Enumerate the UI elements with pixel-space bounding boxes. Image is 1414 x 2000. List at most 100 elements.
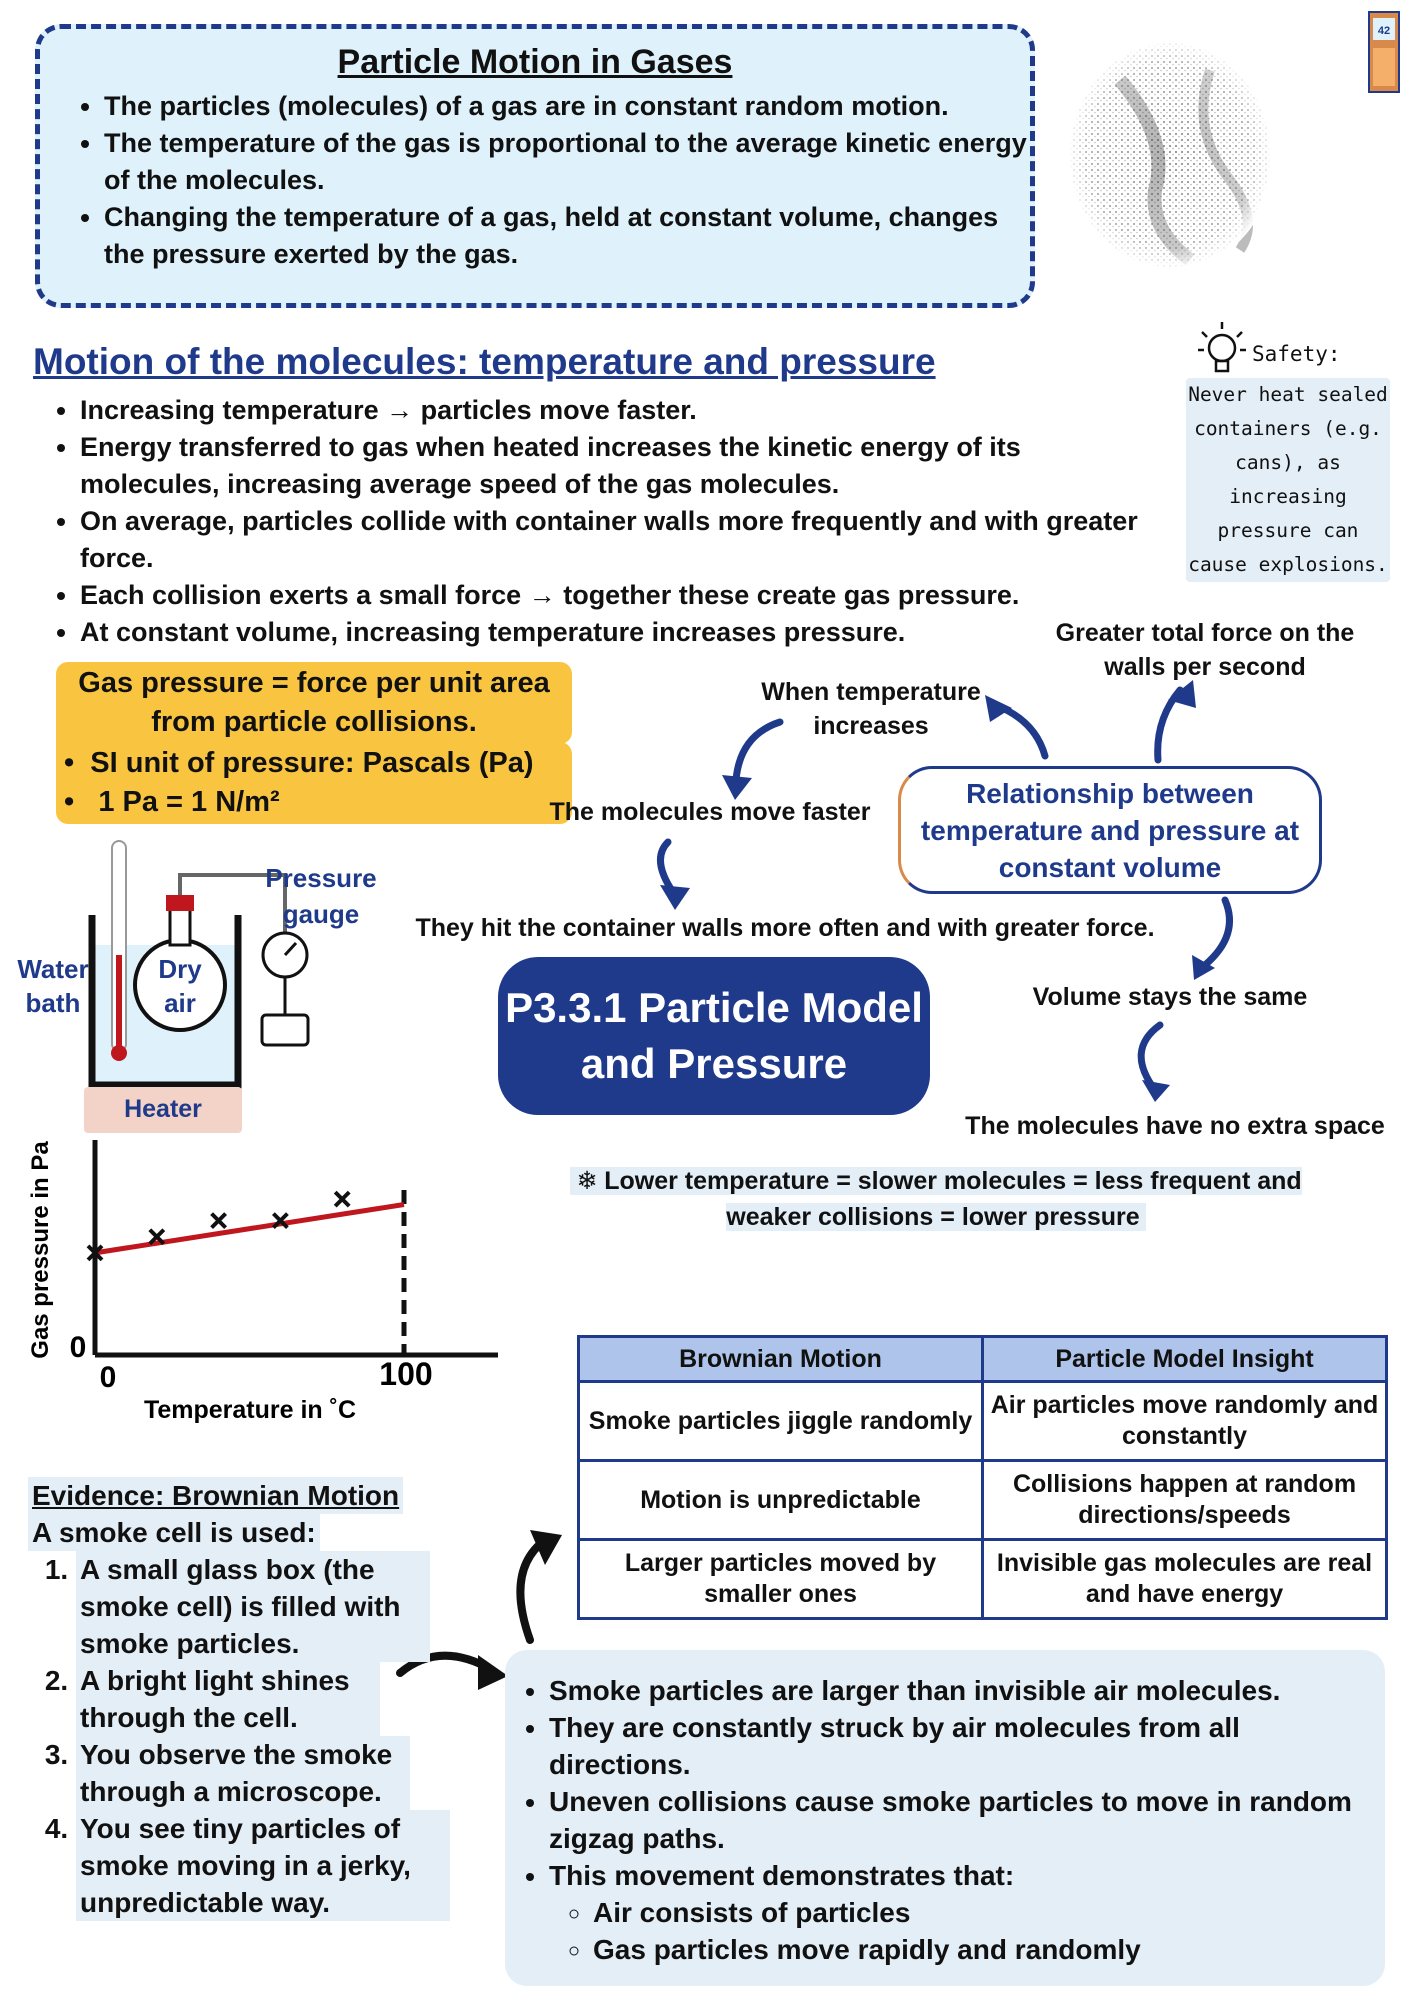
data-point bbox=[86, 1244, 104, 1262]
lightbulb-icon bbox=[1198, 322, 1246, 373]
intro-bullet: The particles (molecules) of a gas are i… bbox=[104, 88, 1030, 125]
table-header-row: Brownian Motion Particle Model Insight bbox=[577, 1335, 1388, 1383]
data-point bbox=[271, 1212, 289, 1230]
x-tick-0: 0 bbox=[100, 1361, 117, 1394]
motion-heading: Motion of the molecules: temperature and… bbox=[33, 341, 936, 382]
safety-text: Never heat sealed containers (e.g. cans)… bbox=[1186, 378, 1390, 582]
dry-air-label: Dry air bbox=[158, 954, 202, 1018]
table-row: Larger particles moved by smaller ones I… bbox=[577, 1538, 1388, 1620]
safety-title: Safety: bbox=[1252, 342, 1341, 366]
summary-list: Smoke particles are larger than invisibl… bbox=[505, 1672, 1385, 1968]
intro-title: Particle Motion in Gases bbox=[337, 43, 733, 81]
table-cell: Larger particles moved by smaller ones bbox=[577, 1538, 984, 1620]
summary-bullet: They are constantly struck by air molecu… bbox=[549, 1709, 1385, 1783]
pressure-definition: Gas pressure = force per unit area from … bbox=[56, 662, 572, 744]
pascal-text: 1 Pa = 1 N/m² bbox=[98, 786, 280, 818]
water-bath-beaker bbox=[88, 915, 242, 1089]
summary-subbullet: Air consists of particles bbox=[593, 1894, 1385, 1931]
arrow-icon bbox=[516, 1536, 549, 1644]
arrow-icon bbox=[1201, 896, 1233, 969]
heater-label: Heater bbox=[124, 1095, 202, 1123]
motion-bullet: At constant volume, increasing temperatu… bbox=[80, 614, 1220, 651]
apparatus-diagram: Heater bbox=[84, 840, 310, 1133]
table-cell: Smoke particles jiggle randomly bbox=[577, 1380, 984, 1462]
data-point bbox=[210, 1212, 228, 1230]
summary-subbullet: Gas particles move rapidly and randomly bbox=[593, 1931, 1385, 1968]
summary-bullet-text: This movement demonstrates that: bbox=[549, 1860, 1015, 1891]
lower-temperature-note: ❄ Lower temperature = slower molecules =… bbox=[566, 1163, 1306, 1235]
evidence-step: A bright light shines through the cell. bbox=[76, 1662, 380, 1736]
evidence-step: You see tiny particles of smoke moving i… bbox=[76, 1810, 450, 1921]
evidence-intro: A smoke cell is used: bbox=[28, 1514, 320, 1551]
intro-box: Particle Motion in Gases The particles (… bbox=[35, 24, 1035, 308]
motion-bullet: Increasing temperature → particles move … bbox=[80, 392, 1160, 429]
pressure-definition-box: Gas pressure = force per unit area from … bbox=[56, 662, 572, 824]
trend-line bbox=[94, 1202, 405, 1256]
flow-no-space: The molecules have no extra space bbox=[965, 1112, 1385, 1140]
evidence-heading: Evidence: Brownian Motion bbox=[28, 1477, 404, 1514]
table-row: Smoke particles jiggle randomly Air part… bbox=[577, 1380, 1388, 1462]
flow-faster: The molecules move faster bbox=[549, 798, 871, 826]
motion-bullet-text: At constant volume, increasing temperatu… bbox=[80, 617, 906, 647]
table-row: Motion is unpredictable Collisions happe… bbox=[577, 1459, 1388, 1541]
motion-bullet-text: On average, particles collide with conta… bbox=[80, 506, 1138, 573]
flow-volume-same: Volume stays the same bbox=[1032, 983, 1308, 1011]
stopper bbox=[166, 895, 194, 911]
summary-box: Smoke particles are larger than invisibl… bbox=[505, 1650, 1385, 1986]
summary-sublist: Air consists of particles Gas particles … bbox=[549, 1894, 1385, 1968]
summary-bullet: Smoke particles are larger than invisibl… bbox=[549, 1672, 1385, 1709]
pressure-line1: Gas pressure = force per unit area bbox=[78, 667, 550, 699]
motion-bullet: On average, particles collide with conta… bbox=[80, 503, 1190, 577]
flow-when-temp: When temperature increases bbox=[761, 678, 981, 740]
pressure-temperature-graph: 0 0 100 Temperature in ˚C Gas pressure i… bbox=[27, 1140, 498, 1424]
y-tick-0: 0 bbox=[70, 1331, 87, 1364]
x-tick-100: 100 bbox=[379, 1356, 432, 1392]
data-point bbox=[333, 1190, 351, 1208]
motion-bullet: Each collision exerts a small force → to… bbox=[80, 577, 1220, 614]
pressure-gauge-label: Pressure gauge bbox=[265, 863, 377, 929]
pascal-bullet: • 1 Pa = 1 N/m² bbox=[64, 786, 280, 818]
flow-hit-walls: They hit the container walls more often … bbox=[415, 914, 1155, 942]
si-unit-bullet: • SI unit of pressure: Pascals (Pa) bbox=[64, 747, 534, 779]
table-cell: Air particles move randomly and constant… bbox=[981, 1380, 1388, 1462]
relationship-box: Relationship between temperature and pre… bbox=[898, 766, 1322, 894]
water-bath-label: Water bath bbox=[17, 954, 89, 1018]
evidence-steps: A small glass box (the smoke cell) is fi… bbox=[28, 1551, 450, 1921]
evidence-step: A small glass box (the smoke cell) is fi… bbox=[76, 1551, 430, 1662]
table-header: Brownian Motion bbox=[577, 1335, 984, 1383]
pressure-units: • SI unit of pressure: Pascals (Pa) • 1 … bbox=[56, 742, 572, 824]
summary-bullet: Uneven collisions cause smoke particles … bbox=[549, 1783, 1385, 1857]
table-cell: Collisions happen at random directions/s… bbox=[981, 1459, 1388, 1541]
motion-list: Increasing temperature → particles move … bbox=[40, 392, 1220, 651]
motion-bullet-text: Each collision exerts a small force → to… bbox=[80, 580, 1020, 610]
table-header: Particle Model Insight bbox=[981, 1335, 1388, 1383]
x-axis-label: Temperature in ˚C bbox=[144, 1396, 356, 1424]
intro-bullet: Changing the temperature of a gas, held … bbox=[104, 199, 1030, 273]
motion-bullet: Energy transferred to gas when heated in… bbox=[80, 429, 1160, 503]
evidence-step: You observe the smoke through a microsco… bbox=[76, 1736, 410, 1810]
motion-bullet-text: Increasing temperature → particles move … bbox=[80, 395, 697, 425]
heater-block bbox=[84, 1087, 242, 1133]
summary-bullet: This movement demonstrates that: Air con… bbox=[549, 1857, 1385, 1968]
data-point bbox=[148, 1228, 166, 1246]
table-cell: Invisible gas molecules are real and hav… bbox=[981, 1538, 1388, 1620]
brownian-table: Brownian Motion Particle Model Insight S… bbox=[577, 1335, 1388, 1620]
arrow-icon bbox=[1154, 686, 1184, 764]
smoke-particles-illustration bbox=[1066, 39, 1274, 271]
page-number: 42 bbox=[1378, 25, 1390, 37]
lower-temperature-text: ❄ Lower temperature = slower molecules =… bbox=[570, 1167, 1302, 1231]
arrow-icon bbox=[1137, 1021, 1164, 1094]
pressure-line2: from particle collisions. bbox=[151, 706, 477, 738]
arrow-icon bbox=[657, 838, 679, 899]
si-unit-text: SI unit of pressure: Pascals (Pa) bbox=[90, 747, 534, 779]
motion-bullet-text: Energy transferred to gas when heated in… bbox=[80, 432, 1021, 499]
table-cell: Motion is unpredictable bbox=[577, 1459, 984, 1541]
book-icon: 42 bbox=[1368, 11, 1400, 93]
evidence-section: Evidence: Brownian Motion A smoke cell i… bbox=[28, 1477, 450, 1921]
intro-list: The particles (molecules) of a gas are i… bbox=[40, 88, 1030, 273]
y-axis-label: Gas pressure in Pa bbox=[27, 1141, 54, 1359]
flow-greater-force: Greater total force on the walls per sec… bbox=[1055, 619, 1355, 681]
intro-bullet: The temperature of the gas is proportion… bbox=[104, 125, 1030, 199]
arrow-icon bbox=[991, 701, 1049, 760]
central-title: P3.3.1 Particle Model and Pressure bbox=[498, 957, 930, 1115]
